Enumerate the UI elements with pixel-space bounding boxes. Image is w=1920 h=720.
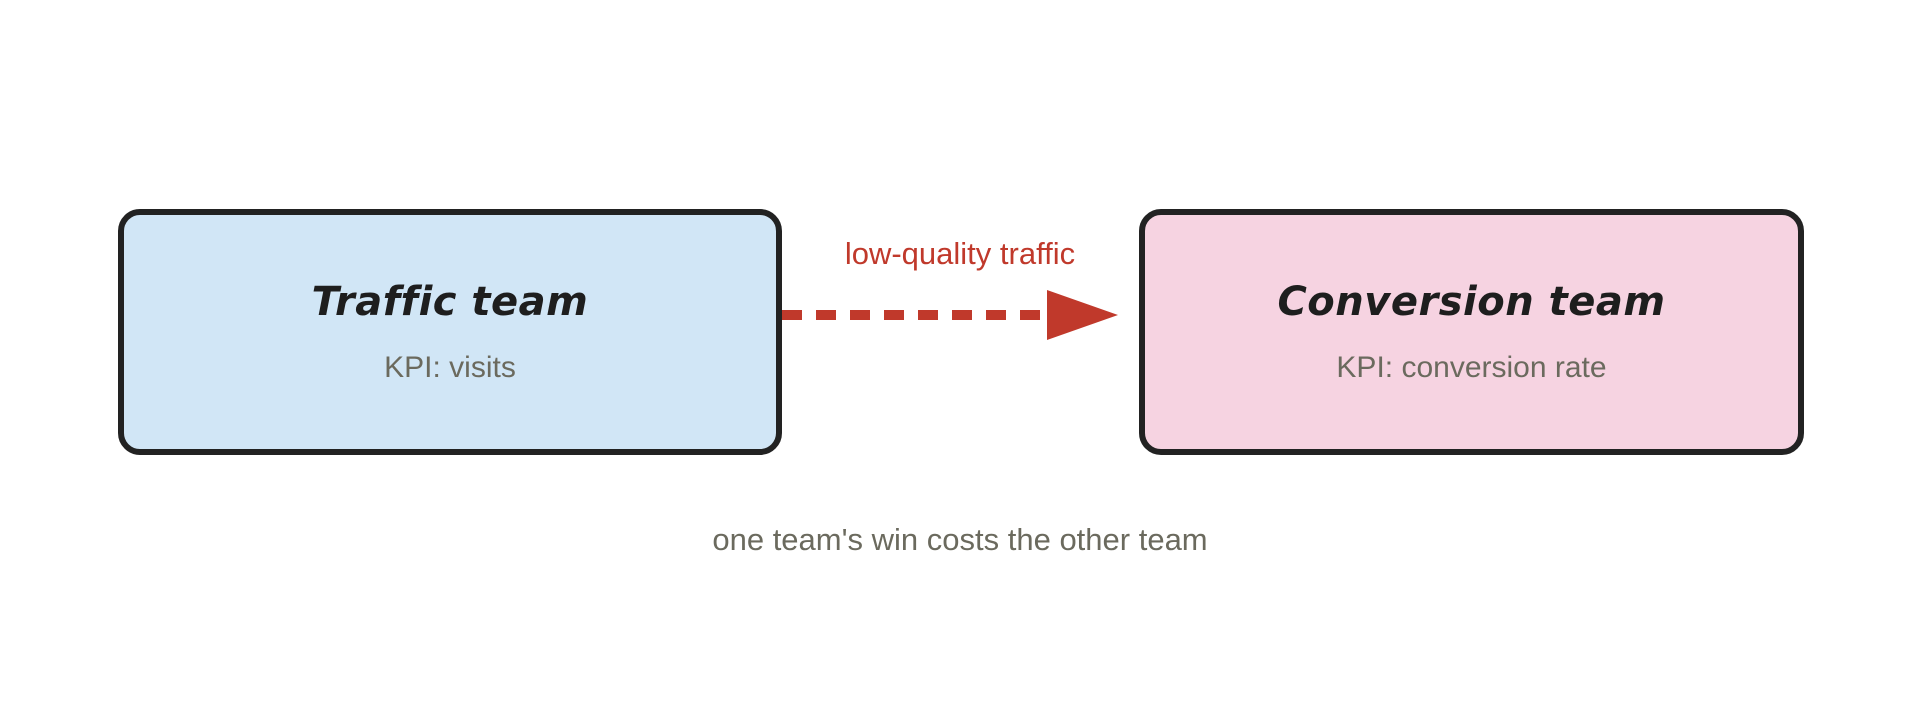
conversion-team-box: Conversion team KPI: conversion rate [1139,209,1804,455]
diagram-caption: one team's win costs the other team [712,522,1208,557]
conversion-team-title: Conversion team [1277,279,1666,325]
traffic-team-kpi: KPI: visits [384,351,516,384]
traffic-team-title: Traffic team [311,279,589,325]
conversion-team-kpi: KPI: conversion rate [1336,351,1607,384]
arrow-head [1047,290,1118,340]
traffic-team-box: Traffic team KPI: visits [118,209,782,455]
edge-label: low-quality traffic [844,236,1076,271]
